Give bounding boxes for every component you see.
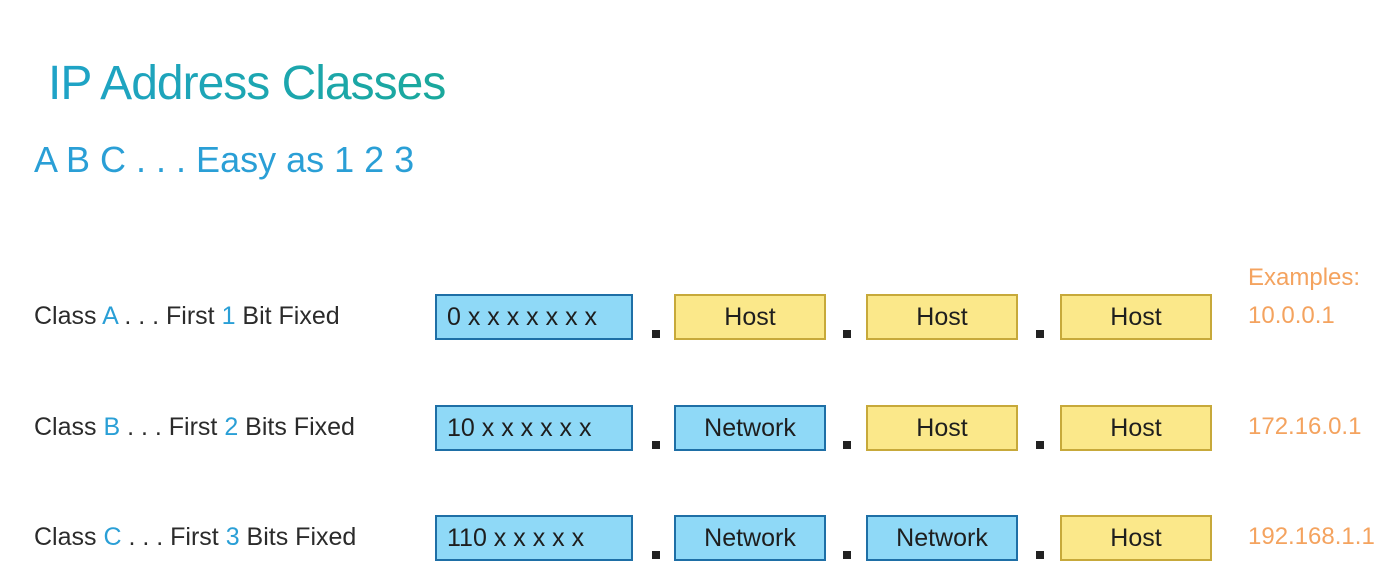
octet-separator-dot <box>1036 330 1044 338</box>
class-a-bit-count: 1 <box>221 302 236 330</box>
class-b-label-mid: . . . First <box>120 413 225 441</box>
class-c-letter: C <box>103 523 122 551</box>
class-a-label-mid: . . . First <box>117 302 222 330</box>
class-c-label-mid: . . . First <box>121 523 226 551</box>
class-a-octet-3: Host <box>866 294 1018 340</box>
page-title: IP Address Classes <box>48 57 446 110</box>
octet-separator-dot <box>843 441 851 449</box>
octet-separator-dot <box>652 330 660 338</box>
class-a-row: Class A . . . First 1 Bit Fixed 0 x x x … <box>0 294 1399 344</box>
class-b-octet-1: 10 x x x x x x <box>435 405 633 451</box>
class-a-octet-2: Host <box>674 294 826 340</box>
class-b-bit-count: 2 <box>224 413 239 441</box>
class-c-octet-4: Host <box>1060 515 1212 561</box>
page-subtitle: A B C . . . Easy as 1 2 3 <box>34 139 415 180</box>
class-c-bit-count: 3 <box>225 523 240 551</box>
class-a-octet-4: Host <box>1060 294 1212 340</box>
class-b-letter: B <box>103 413 121 441</box>
class-b-octet-4: Host <box>1060 405 1212 451</box>
octet-separator-dot <box>1036 551 1044 559</box>
class-b-label-prefix: Class <box>34 413 104 441</box>
octet-separator-dot <box>843 551 851 559</box>
octet-separator-dot <box>652 441 660 449</box>
class-a-letter: A <box>102 302 118 330</box>
class-b-octet-2: Network <box>674 405 826 451</box>
class-b-label-suffix: Bits Fixed <box>238 413 355 441</box>
examples-heading: Examples: <box>1248 264 1361 291</box>
octet-separator-dot <box>843 330 851 338</box>
class-c-row: Class C . . . First 3 Bits Fixed 110 x x… <box>0 515 1399 565</box>
class-c-example: 192.168.1.1 <box>1248 523 1375 550</box>
class-c-label-suffix: Bits Fixed <box>239 523 357 551</box>
class-a-label-prefix: Class <box>34 302 103 330</box>
class-c-octet-3: Network <box>866 515 1018 561</box>
class-a-label: Class A . . . First 1 Bit Fixed <box>34 302 340 331</box>
class-c-octet-2: Network <box>674 515 826 561</box>
class-a-label-suffix: Bit Fixed <box>235 302 340 330</box>
class-b-row: Class B . . . First 2 Bits Fixed 10 x x … <box>0 405 1399 455</box>
class-c-label: Class C . . . First 3 Bits Fixed <box>34 523 356 552</box>
class-c-label-prefix: Class <box>34 523 104 551</box>
octet-separator-dot <box>1036 441 1044 449</box>
class-c-octet-1: 110 x x x x x <box>435 515 633 561</box>
class-b-example: 172.16.0.1 <box>1248 413 1362 440</box>
class-a-example: 10.0.0.1 <box>1248 302 1335 329</box>
octet-separator-dot <box>652 551 660 559</box>
class-b-label: Class B . . . First 2 Bits Fixed <box>34 413 355 442</box>
class-b-octet-3: Host <box>866 405 1018 451</box>
class-a-octet-1: 0 x x x x x x x <box>435 294 633 340</box>
